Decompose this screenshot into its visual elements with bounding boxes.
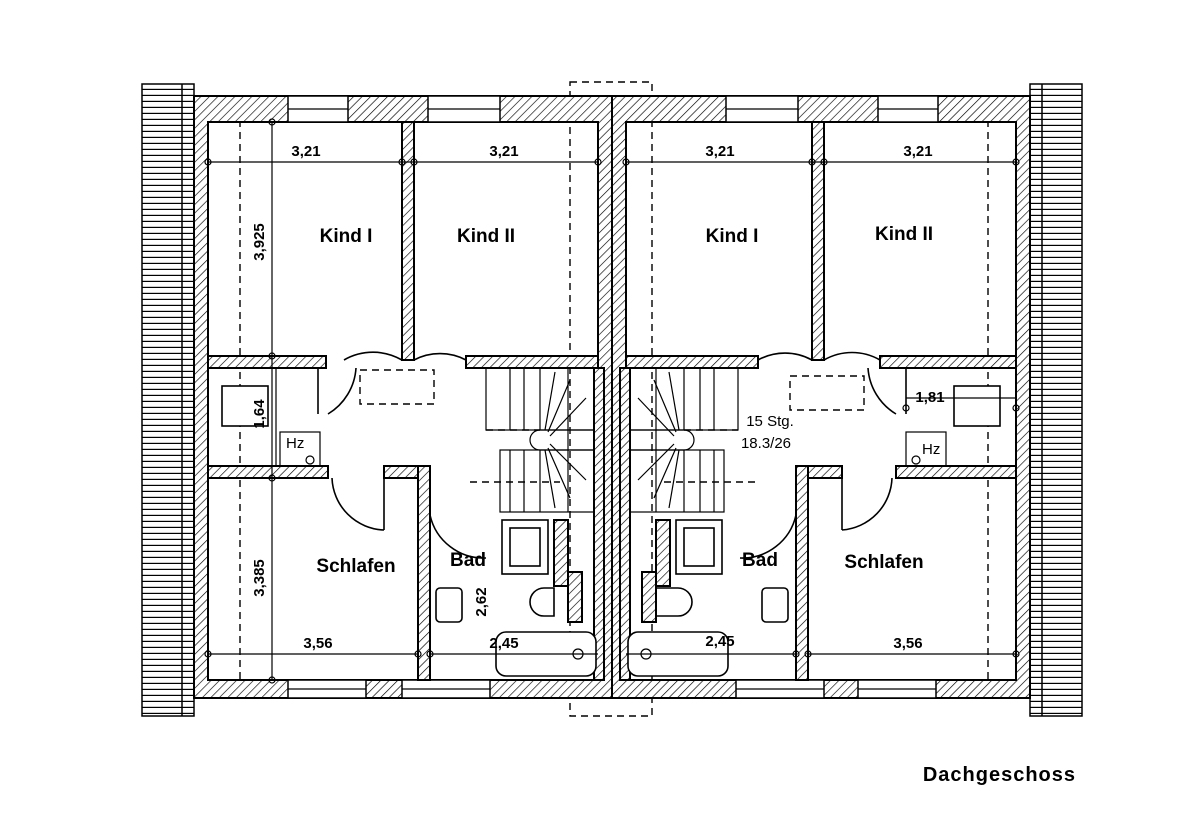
unit-right: Kind I Kind II Schlafen Bad Hz 15 Stg. 1… [611,95,1031,699]
room-kind2-left: Kind II [457,226,515,247]
dim-bad-width-right: 2,45 [705,633,734,650]
label-hz-right: Hz [922,441,940,458]
dim-kind1-width-right: 3,21 [705,143,734,160]
room-bad-right: Bad [742,550,778,571]
stair-ratio-right: 18.3/26 [741,435,791,452]
room-schlafen-right: Schlafen [844,552,923,573]
dim-schlafen-width-right: 3,56 [893,635,922,652]
roof-overhang-right [1029,83,1083,717]
dim-bad-depth-left: 2,62 [473,587,490,616]
dim-kind2-width-left: 3,21 [489,143,518,160]
plan-title: Dachgeschoss [923,764,1076,786]
dim-schlafen-width-left: 3,56 [303,635,332,652]
dim-kind-depth-left: 3,925 [251,223,268,261]
stair-right [629,367,756,513]
dim-kind2-width-right: 3,21 [903,143,932,160]
stair-steps-right: 15 Stg. [746,413,794,430]
room-kind2-right: Kind II [875,224,933,245]
unit-left: Kind I Kind II Schlafen Bad Hz 3,21 3,21… [193,95,613,699]
dim-schlafen-depth-left: 3,385 [251,559,268,597]
room-schlafen-left: Schlafen [316,556,395,577]
label-hz-left: Hz [286,435,304,452]
dim-bad-width-left: 2,45 [489,635,518,652]
dim-kind1-width-left: 3,21 [291,143,320,160]
stair-left [470,367,595,513]
roof-overhang-left [141,83,195,717]
dim-corridor-width-right: 1,81 [915,389,944,406]
dim-corridor-depth-left: 1,64 [251,399,268,429]
room-kind1-right: Kind I [706,226,759,247]
room-bad-left: Bad [450,550,486,571]
room-kind1-left: Kind I [320,226,373,247]
